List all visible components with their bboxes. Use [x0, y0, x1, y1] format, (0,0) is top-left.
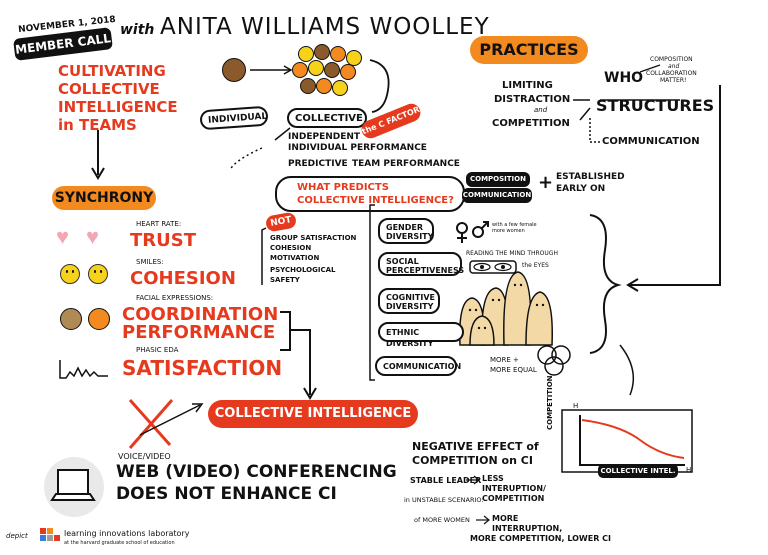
heart-icon: ♥: [86, 224, 100, 249]
phasic-eda-label: PHASIC EDA: [136, 346, 179, 354]
more-line-c: MORE COMPETITION, LOWER CI: [470, 534, 612, 543]
and-label: and: [534, 106, 548, 114]
not-item: PSYCHOLOGICAL: [270, 266, 336, 274]
less-line-3: COMPETITION: [482, 494, 545, 503]
composition-badge: COMPOSITION: [466, 172, 530, 187]
communication-badge: COMMUNICATION: [462, 188, 532, 203]
main-title-line-4: in TEAMS: [58, 116, 137, 134]
cognitive-line-1: COGNITIVE: [386, 293, 435, 302]
less-line-2: INTERUPTION/: [482, 484, 546, 493]
reading-line-2: the EYES: [522, 262, 549, 269]
question-box: WHAT PREDICTS COLLECTIVE INTELLIGENCE?: [275, 176, 465, 212]
communication-box: COMMUNICATION: [375, 356, 461, 376]
main-title-line-2: COLLECTIVE: [58, 80, 160, 98]
gender-line-1: GENDER: [386, 223, 423, 232]
smiley-face-icon: [88, 264, 108, 284]
collective-intelligence-badge: COLLECTIVE INTELLIGENCE: [208, 400, 418, 428]
structures-label: STRUCTURES: [596, 96, 715, 115]
comp-note-3: COLLABORATION: [646, 70, 697, 77]
gender-line-2: DIVERSITY: [386, 232, 434, 241]
cohesion-label: COHESION: [130, 268, 236, 289]
smiles-label: SMILES:: [136, 258, 164, 266]
coordination-label: COORDINATION: [122, 304, 279, 325]
team-performance-label: TEAM PERFORMANCE: [352, 159, 460, 169]
cognitive-diversity-box: COGNITIVE DIVERSITY: [378, 288, 440, 314]
limiting-label: LIMITING: [502, 80, 553, 91]
practices-title: PRACTICES: [470, 36, 588, 64]
independent-label: INDEPENDENT: [288, 132, 361, 142]
with-label: with: [120, 22, 155, 38]
comp-note-4: MATTER!: [660, 77, 687, 84]
conferencing-line-2: DOES NOT ENHANCE CI: [116, 484, 337, 504]
conferencing-line-1: WEB (VIDEO) CONFERENCING: [116, 462, 397, 482]
main-title-line-1: CULTIVATING: [58, 62, 166, 80]
reading-line-1: READING THE MIND THROUGH: [466, 250, 558, 257]
lab-name: learning innovations laboratory: [64, 529, 190, 538]
more-line-1: MORE +: [490, 356, 519, 364]
synchrony-title: SYNCHRONY: [52, 186, 156, 210]
competition-label: COMPETITION: [492, 118, 570, 129]
negative-title-1: NEGATIVE EFFECT of: [412, 440, 539, 453]
more-line-2: MORE EQUAL: [490, 366, 537, 374]
collective-label: COLLECTIVE: [287, 108, 367, 128]
comp-note-2: and: [668, 63, 680, 70]
distraction-label: DISTRACTION: [494, 94, 571, 105]
plus-sign: +: [538, 172, 554, 193]
chart-y-tick: H: [573, 402, 579, 410]
predictive-label: PREDICTIVE: [288, 159, 348, 169]
depict-logo: depict: [6, 532, 28, 540]
unstable-prefix: in UNSTABLE SCENARIO:: [404, 496, 484, 504]
question-line-1: WHAT PREDICTS: [297, 182, 389, 193]
not-item: MOTIVATION: [270, 254, 320, 262]
facial-expression-icon: [60, 308, 82, 330]
speaker-name: ANITA WILLIAMS WOOLLEY: [160, 14, 490, 40]
trust-label: TRUST: [130, 230, 196, 251]
who-label: WHO: [604, 70, 644, 86]
collective-cluster-icon: [290, 42, 370, 104]
established-line-1: ESTABLISHED: [556, 172, 625, 182]
social-perceptiveness-box: SOCIAL PERCEPTIVENESS: [378, 252, 465, 276]
not-item: SAFETY: [270, 276, 300, 284]
social-line-2: PERCEPTIVENESS: [386, 266, 465, 275]
chart-x-tick: H: [686, 466, 692, 474]
chart-x-label: COLLECTIVE INTEL.: [598, 464, 678, 478]
negative-title-2: COMPETITION on CI: [412, 454, 533, 467]
individual-label: INDIVIDUAL: [199, 105, 269, 131]
individual-performance-label: INDIVIDUAL PERFORMANCE: [288, 143, 427, 153]
more-women-prefix: of MORE WOMEN: [414, 516, 470, 524]
less-line-1: LESS: [482, 474, 504, 483]
chart-y-label: COMPETITION: [546, 375, 554, 430]
lab-school: at the harvard graduate school of educat…: [64, 540, 175, 546]
heart-rate-label: HEART RATE:: [136, 220, 182, 228]
gender-diversity-box: GENDER DIVERSITY: [378, 218, 434, 244]
more-line-a: MORE: [492, 514, 519, 523]
ethnic-diversity-box: ETHNIC DIVERSITY: [378, 322, 464, 348]
facial-expressions-label: FACIAL EXPRESSIONS:: [136, 294, 214, 302]
satisfaction-label: SATISFACTION: [122, 356, 283, 380]
not-item: COHESION: [270, 244, 312, 252]
c-factor-badge: the C FACTOR: [358, 101, 424, 141]
more-line-b: INTERRUPTION,: [492, 524, 563, 533]
comp-note-1: COMPOSITION: [650, 56, 693, 63]
stable-leader-label: STABLE LEADER: [410, 476, 482, 485]
performance-label: PERFORMANCE: [122, 322, 276, 343]
social-line-1: SOCIAL: [386, 257, 419, 266]
not-item: GROUP SATISFACTION: [270, 234, 357, 242]
cognitive-line-2: DIVERSITY: [386, 302, 434, 311]
practices-communication-label: COMMUNICATION: [602, 136, 700, 147]
not-badge: NOT: [264, 211, 298, 233]
lil-logo-icon: [40, 528, 60, 546]
facial-expression-icon: [88, 308, 110, 330]
heart-icon: ♥: [56, 224, 70, 249]
established-line-2: EARLY ON: [556, 184, 606, 194]
question-line-2: COLLECTIVE INTELLIGENCE?: [297, 195, 454, 206]
voice-video-label: VOICE/VIDEO: [118, 452, 171, 461]
individual-dot: [222, 58, 246, 82]
main-title-line-3: INTELLIGENCE: [58, 98, 178, 116]
smiley-face-icon: [60, 264, 80, 284]
gender-note: with a few female more women: [492, 222, 537, 234]
